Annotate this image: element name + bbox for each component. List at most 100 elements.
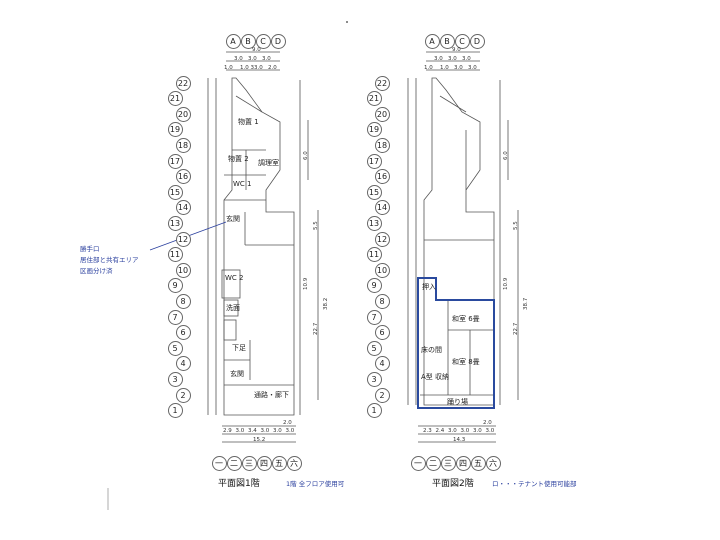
dimension-label: 3.0 xyxy=(454,65,463,71)
grid-column-label: D xyxy=(270,33,286,49)
grid-row-label: 13 xyxy=(167,215,183,231)
grid-row-label: 18 xyxy=(175,137,191,153)
dimension-label: 3.0 xyxy=(460,428,470,434)
dimension-label: 2.4 xyxy=(435,428,445,434)
grid-row-label: 1 xyxy=(167,403,183,419)
grid-row-label: 5 xyxy=(366,340,382,356)
dimension-label: 3.0 xyxy=(235,428,245,434)
dimension-label: 3.0 xyxy=(285,428,295,434)
grid-row-label: 22 xyxy=(175,75,191,91)
grid-row-label: 20 xyxy=(175,106,191,122)
grid-row-label: 4 xyxy=(175,356,191,372)
dimension-label: 3.0 xyxy=(473,428,482,434)
room-label: WC 1 xyxy=(233,180,252,188)
grid-column-label: D xyxy=(469,33,485,49)
grid-column-label: C xyxy=(255,33,271,49)
dimension-label: 3.0 xyxy=(260,428,270,434)
room-label: 和室 8畳 xyxy=(452,358,480,366)
grid-column-label: A xyxy=(424,33,440,49)
dimension-label: 6.0 xyxy=(303,151,309,160)
grid-column-label: B xyxy=(439,33,455,49)
dimension-label: 3.0 xyxy=(234,56,243,62)
dimension-label: 22.7 xyxy=(313,322,319,335)
grid-kanji-label: 三 xyxy=(241,455,257,471)
annotation-line-3: 区画分け済 xyxy=(80,267,113,275)
room-label: 玄関 xyxy=(230,370,244,378)
dimension-label: 15.2 xyxy=(253,437,266,443)
dimension-label: 2.3 xyxy=(423,428,432,434)
dimension-label: 3.4 xyxy=(248,428,257,434)
grid-column-label: B xyxy=(240,33,256,49)
grid-kanji-label: 四 xyxy=(455,455,471,471)
grid-row-label: 17 xyxy=(167,153,183,169)
tenant-area-outline xyxy=(417,277,495,409)
grid-kanji-label: 六 xyxy=(286,455,302,471)
grid-row-label: 12 xyxy=(175,231,191,247)
grid-column-label: A xyxy=(225,33,241,49)
grid-row-label: 17 xyxy=(366,153,382,169)
grid-row-label: 14 xyxy=(175,200,191,216)
grid-kanji-label: 五 xyxy=(470,455,486,471)
grid-kanji-label: 一 xyxy=(410,455,426,471)
dimension-label: 1.0 3 xyxy=(240,65,254,71)
grid-kanji-label: 四 xyxy=(256,455,272,471)
dimension-label: 9.0 xyxy=(452,47,461,53)
grid-kanji-label: 六 xyxy=(485,455,501,471)
dimension-label: 10.9 xyxy=(303,277,309,290)
plan-1f-note: 1階 全フロア使用可 xyxy=(286,480,345,488)
grid-row-label: 10 xyxy=(175,262,191,278)
room-label: A型 収納 xyxy=(421,373,450,381)
grid-row-label: 8 xyxy=(374,293,390,309)
grid-row-label: 6 xyxy=(374,325,390,341)
grid-row-label: 15 xyxy=(366,184,382,200)
room-label: 物置 1 xyxy=(238,118,259,126)
dimension-label: 3.0 xyxy=(485,428,495,434)
grid-row-label: 8 xyxy=(175,293,191,309)
dimension-label: 3.0 xyxy=(434,56,443,62)
dimension-label: 6.0 xyxy=(503,151,509,160)
room-label: 床の間 xyxy=(421,346,442,354)
dimension-label: 38.2 xyxy=(323,297,329,310)
grid-row-label: 9 xyxy=(366,278,382,294)
grid-row-label: 21 xyxy=(366,91,382,107)
dimension-label: 2.9 xyxy=(223,428,232,434)
grid-row-label: 5 xyxy=(167,340,183,356)
grid-row-label: 9 xyxy=(167,278,183,294)
grid-row-label: 2 xyxy=(374,387,390,403)
grid-row-label: 13 xyxy=(366,215,382,231)
dimension-label: 2.0 xyxy=(483,420,492,426)
plan-1f xyxy=(207,51,319,443)
room-label: 玄関 xyxy=(226,215,240,223)
grid-row-label: 19 xyxy=(167,122,183,138)
room-label: 物置 2 xyxy=(228,155,249,163)
grid-kanji-label: 五 xyxy=(271,455,287,471)
room-label: WC 2 xyxy=(225,274,244,282)
grid-kanji-label: 三 xyxy=(440,455,456,471)
plan-2f xyxy=(407,51,519,443)
dimension-label: 3.0 xyxy=(248,56,257,62)
grid-row-label: 16 xyxy=(175,169,191,185)
annotation-text: 勝手口 居住部と共有エリア 区画分け済 xyxy=(80,244,139,277)
room-label: 下足 xyxy=(232,344,246,352)
dimension-label: 14.3 xyxy=(453,437,466,443)
dimension-label: 1.0 xyxy=(224,65,233,71)
plan-2f-note: ロ・・・テナント使用可能部 xyxy=(492,480,577,488)
room-label: 押入 xyxy=(422,283,436,291)
grid-kanji-label: 二 xyxy=(425,455,441,471)
grid-row-label: 18 xyxy=(374,137,390,153)
grid-row-label: 1 xyxy=(366,403,382,419)
grid-row-label: 3 xyxy=(167,371,183,387)
grid-row-label: 6 xyxy=(175,325,191,341)
grid-row-label: 10 xyxy=(374,262,390,278)
grid-column-label: C xyxy=(454,33,470,49)
plan-2f-title: 平面図2階 xyxy=(432,479,474,489)
plan-1f-title: 平面図1階 xyxy=(218,479,260,489)
grid-row-label: 4 xyxy=(374,356,390,372)
grid-row-label: 22 xyxy=(374,75,390,91)
grid-row-label: 20 xyxy=(374,106,390,122)
dimension-label: 5.5 xyxy=(313,221,319,230)
grid-row-label: 2 xyxy=(175,387,191,403)
room-label: 踊り場 xyxy=(447,398,468,406)
